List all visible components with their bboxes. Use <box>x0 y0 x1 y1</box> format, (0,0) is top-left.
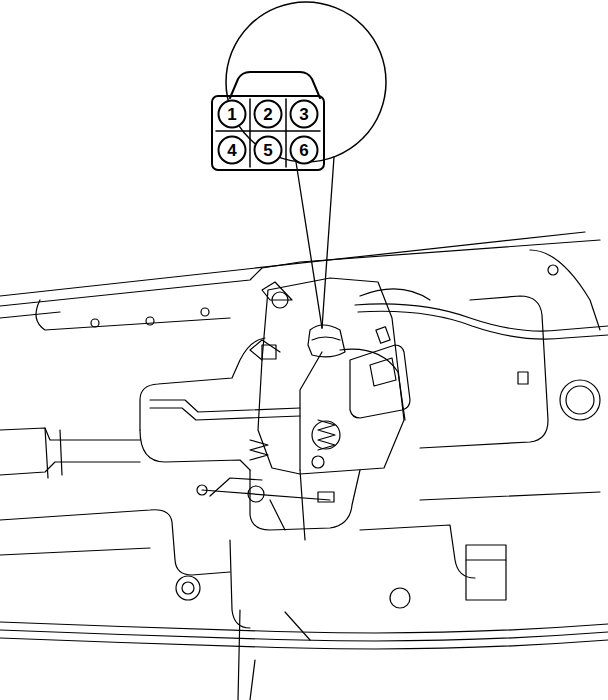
pin-circle <box>291 101 318 128</box>
pin-circle <box>291 137 318 164</box>
pin-circle <box>255 101 282 128</box>
pin-number: 6 <box>299 142 308 159</box>
pin-number-circle: 2 <box>253 99 283 129</box>
pin-circle <box>219 137 246 164</box>
pin-number-circle: 1 <box>217 99 247 129</box>
pin-number: 1 <box>227 106 236 123</box>
pin-number: 2 <box>263 106 272 123</box>
pin-number-circle: 4 <box>217 135 247 165</box>
pin-circle <box>219 101 246 128</box>
pin-number-circle: 3 <box>289 99 319 129</box>
pin-circle <box>255 137 282 164</box>
pin-number: 3 <box>299 106 308 123</box>
pin-number-circle: 6 <box>289 135 319 165</box>
pin-number: 5 <box>263 142 272 159</box>
pin-number: 4 <box>227 142 236 159</box>
pin-number-circle: 5 <box>253 135 283 165</box>
